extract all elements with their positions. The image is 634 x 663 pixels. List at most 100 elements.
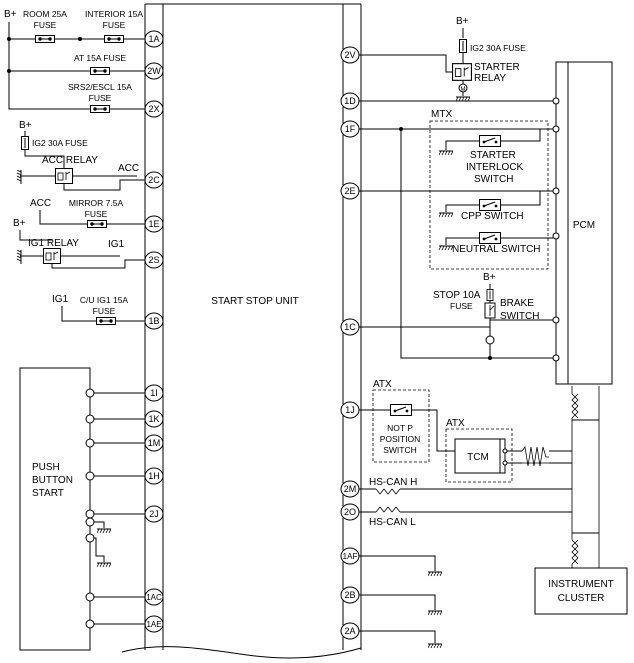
pin-2M: 2M [340,480,360,498]
svg-text:2S: 2S [148,255,159,265]
acc-relay-icon [55,168,73,184]
starter-interlock-switch-icon [479,135,501,147]
svg-text:SWITCH: SWITCH [500,311,539,322]
pin-2S: 2S [144,251,164,269]
srs-fuse-label: SRS2/ESCL 15A [68,82,132,92]
svg-text:2X: 2X [148,104,159,114]
ig1-out-label: IG1 [108,239,125,250]
pin-2C: 2C [144,171,164,189]
hs-can-h-label: HS-CAN H [369,477,417,488]
pin-2E: 2E [340,182,360,200]
svg-text:1K: 1K [148,414,159,424]
pin-2B: 2B [340,586,360,604]
cu-ig1-fuse-label: C/U IG1 15A [80,295,129,305]
svg-text:1B: 1B [148,316,159,326]
pin-1F: 1F [340,120,360,138]
ground-icon [439,212,453,218]
ig2-fuse-left-icon [21,136,29,150]
pin-1A: 1A [144,30,164,48]
pin-1B: 1B [144,312,164,330]
mtx-label: MTX [431,109,452,120]
ig1-relay-circuit: B+ IG1 RELAY IG1 [13,218,145,269]
push-button-start: PUSH BUTTON START [19,367,145,651]
ground-icon [428,643,442,649]
atx-label: ATX [373,379,392,390]
pin-2J: 2J [144,505,164,523]
ig1-relay-label: IG1 RELAY [28,238,79,249]
svg-text:2J: 2J [149,509,159,519]
svg-text:1C: 1C [344,322,356,332]
pin-2V: 2V [340,46,360,64]
pin-1K: 1K [144,410,164,428]
pin-1H: 1H [144,467,164,485]
pcm-label: PCM [573,220,595,231]
not-p-switch-icon [390,404,412,416]
bplus-label-top: B+ [4,9,17,20]
pin-1C: 1C [340,318,360,336]
svg-text:B+: B+ [456,16,469,27]
can-bus: HS-CAN H HS-CAN L [359,386,600,568]
pin-2O: 2O [340,503,360,521]
start-stop-unit-label: START STOP UNIT [211,296,298,307]
mirror-fuse-icon [87,220,107,228]
acc-relay-circuit: B+ IG2 30A FUSE ACC RELAY ACC [16,120,145,191]
svg-text:1E: 1E [148,219,159,229]
svg-text:B+: B+ [19,120,32,131]
ground-icon [97,528,111,534]
pin-1I: 1I [144,384,164,402]
svg-text:CLUSTER: CLUSTER [558,593,605,604]
starter-relay-icon [452,63,472,81]
svg-text:1F: 1F [345,124,356,134]
pin-1AC: 1AC [144,588,164,606]
svg-text:RELAY: RELAY [474,73,506,84]
svg-text:1AE: 1AE [146,620,161,629]
svg-text:2E: 2E [344,186,355,196]
svg-text:2M: 2M [344,484,357,494]
svg-text:FUSE: FUSE [93,306,116,316]
pcm: PCM [359,61,613,385]
atx-not-p-block: ATX NOT P POSITION SWITCH [359,379,455,463]
svg-text:POSITION: POSITION [380,434,421,444]
acc-label: ACC [30,198,51,209]
ig2-fuse-right-label: IG2 30A FUSE [470,43,526,53]
pin-1M: 1M [144,434,164,452]
stop-fuse-icon [486,289,494,301]
interior-fuse-icon [104,35,124,43]
svg-text:START: START [32,488,64,499]
svg-text:INTERLOCK: INTERLOCK [466,162,524,173]
push-button-start-label: PUSH [32,462,60,473]
stop-fuse-label: STOP 10A [433,290,481,301]
svg-text:2O: 2O [344,507,356,517]
svg-text:1M: 1M [148,438,161,448]
ground-icon [456,96,470,102]
svg-text:1J: 1J [345,405,355,415]
svg-text:2C: 2C [148,175,160,185]
svg-text:1D: 1D [344,96,356,106]
pin-1AF: 1AF [340,547,360,565]
svg-text:SWITCH: SWITCH [383,445,417,455]
mirror-fuse-label: MIRROR 7.5A [69,198,124,208]
cu-ig1-fuse-circuit: IG1 C/U IG1 15A FUSE [52,294,145,325]
cpp-switch-icon [479,199,501,211]
pin-1J: 1J [340,401,360,419]
pin-1E: 1E [144,215,164,233]
svg-text:1AF: 1AF [343,552,358,561]
left-connectors: 1A 2W 2X 2C 1E 2S 1B 1I 1K 1M 1H 2J 1AC … [144,30,164,633]
pin-2A: 2A [340,622,360,640]
at-fuse-label: AT 15A FUSE [74,53,126,63]
neutral-switch-label: NEUTRAL SWITCH [452,244,541,255]
cu-ig1-fuse-icon [96,317,116,325]
svg-text:1H: 1H [148,471,160,481]
starter-relay-circuit: B+ IG2 30A FUSE STARTER RELAY M [359,16,526,102]
svg-text:2W: 2W [147,66,161,76]
at-fuse-icon [90,67,110,75]
pin-1D: 1D [340,92,360,110]
ground-icon [428,610,442,616]
mtx-block: MTX STARTER INTERLOCK SWITCH CPP SWITCH … [359,109,553,360]
svg-text:FUSE: FUSE [103,20,126,30]
svg-text:B+: B+ [13,218,26,229]
svg-text:BUTTON: BUTTON [32,475,73,486]
svg-text:M: M [461,87,466,93]
atx-tcm-label: ATX [446,418,465,429]
